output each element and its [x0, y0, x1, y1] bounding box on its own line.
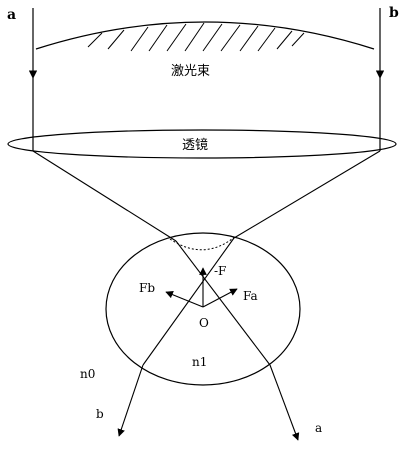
label-exit-ray-b: b	[96, 407, 104, 421]
wavefront-hatching	[87, 22, 305, 52]
label-n0: n0	[80, 367, 95, 381]
label-laser-beam: 激光束	[171, 64, 210, 79]
label-beam-b: b	[389, 5, 399, 21]
label-lens: 透镜	[182, 138, 208, 153]
label-neg-f: -F	[214, 264, 226, 278]
lens	[7, 129, 397, 159]
force-fb-arrow	[165, 291, 204, 308]
label-exit-ray-a: a	[315, 421, 322, 435]
force-fa-arrow	[202, 288, 238, 308]
label-fb: Fb	[139, 281, 155, 295]
label-origin: O	[199, 316, 209, 330]
laser-beam-wavefront	[35, 21, 375, 52]
label-fa: Fa	[243, 289, 258, 303]
label-n1: n1	[192, 355, 207, 369]
refracted-ray-a	[32, 150, 300, 441]
force-vectors	[165, 267, 238, 308]
focus-arc	[169, 235, 237, 251]
dielectric-sphere	[105, 232, 301, 386]
label-beam-a: a	[7, 7, 16, 23]
